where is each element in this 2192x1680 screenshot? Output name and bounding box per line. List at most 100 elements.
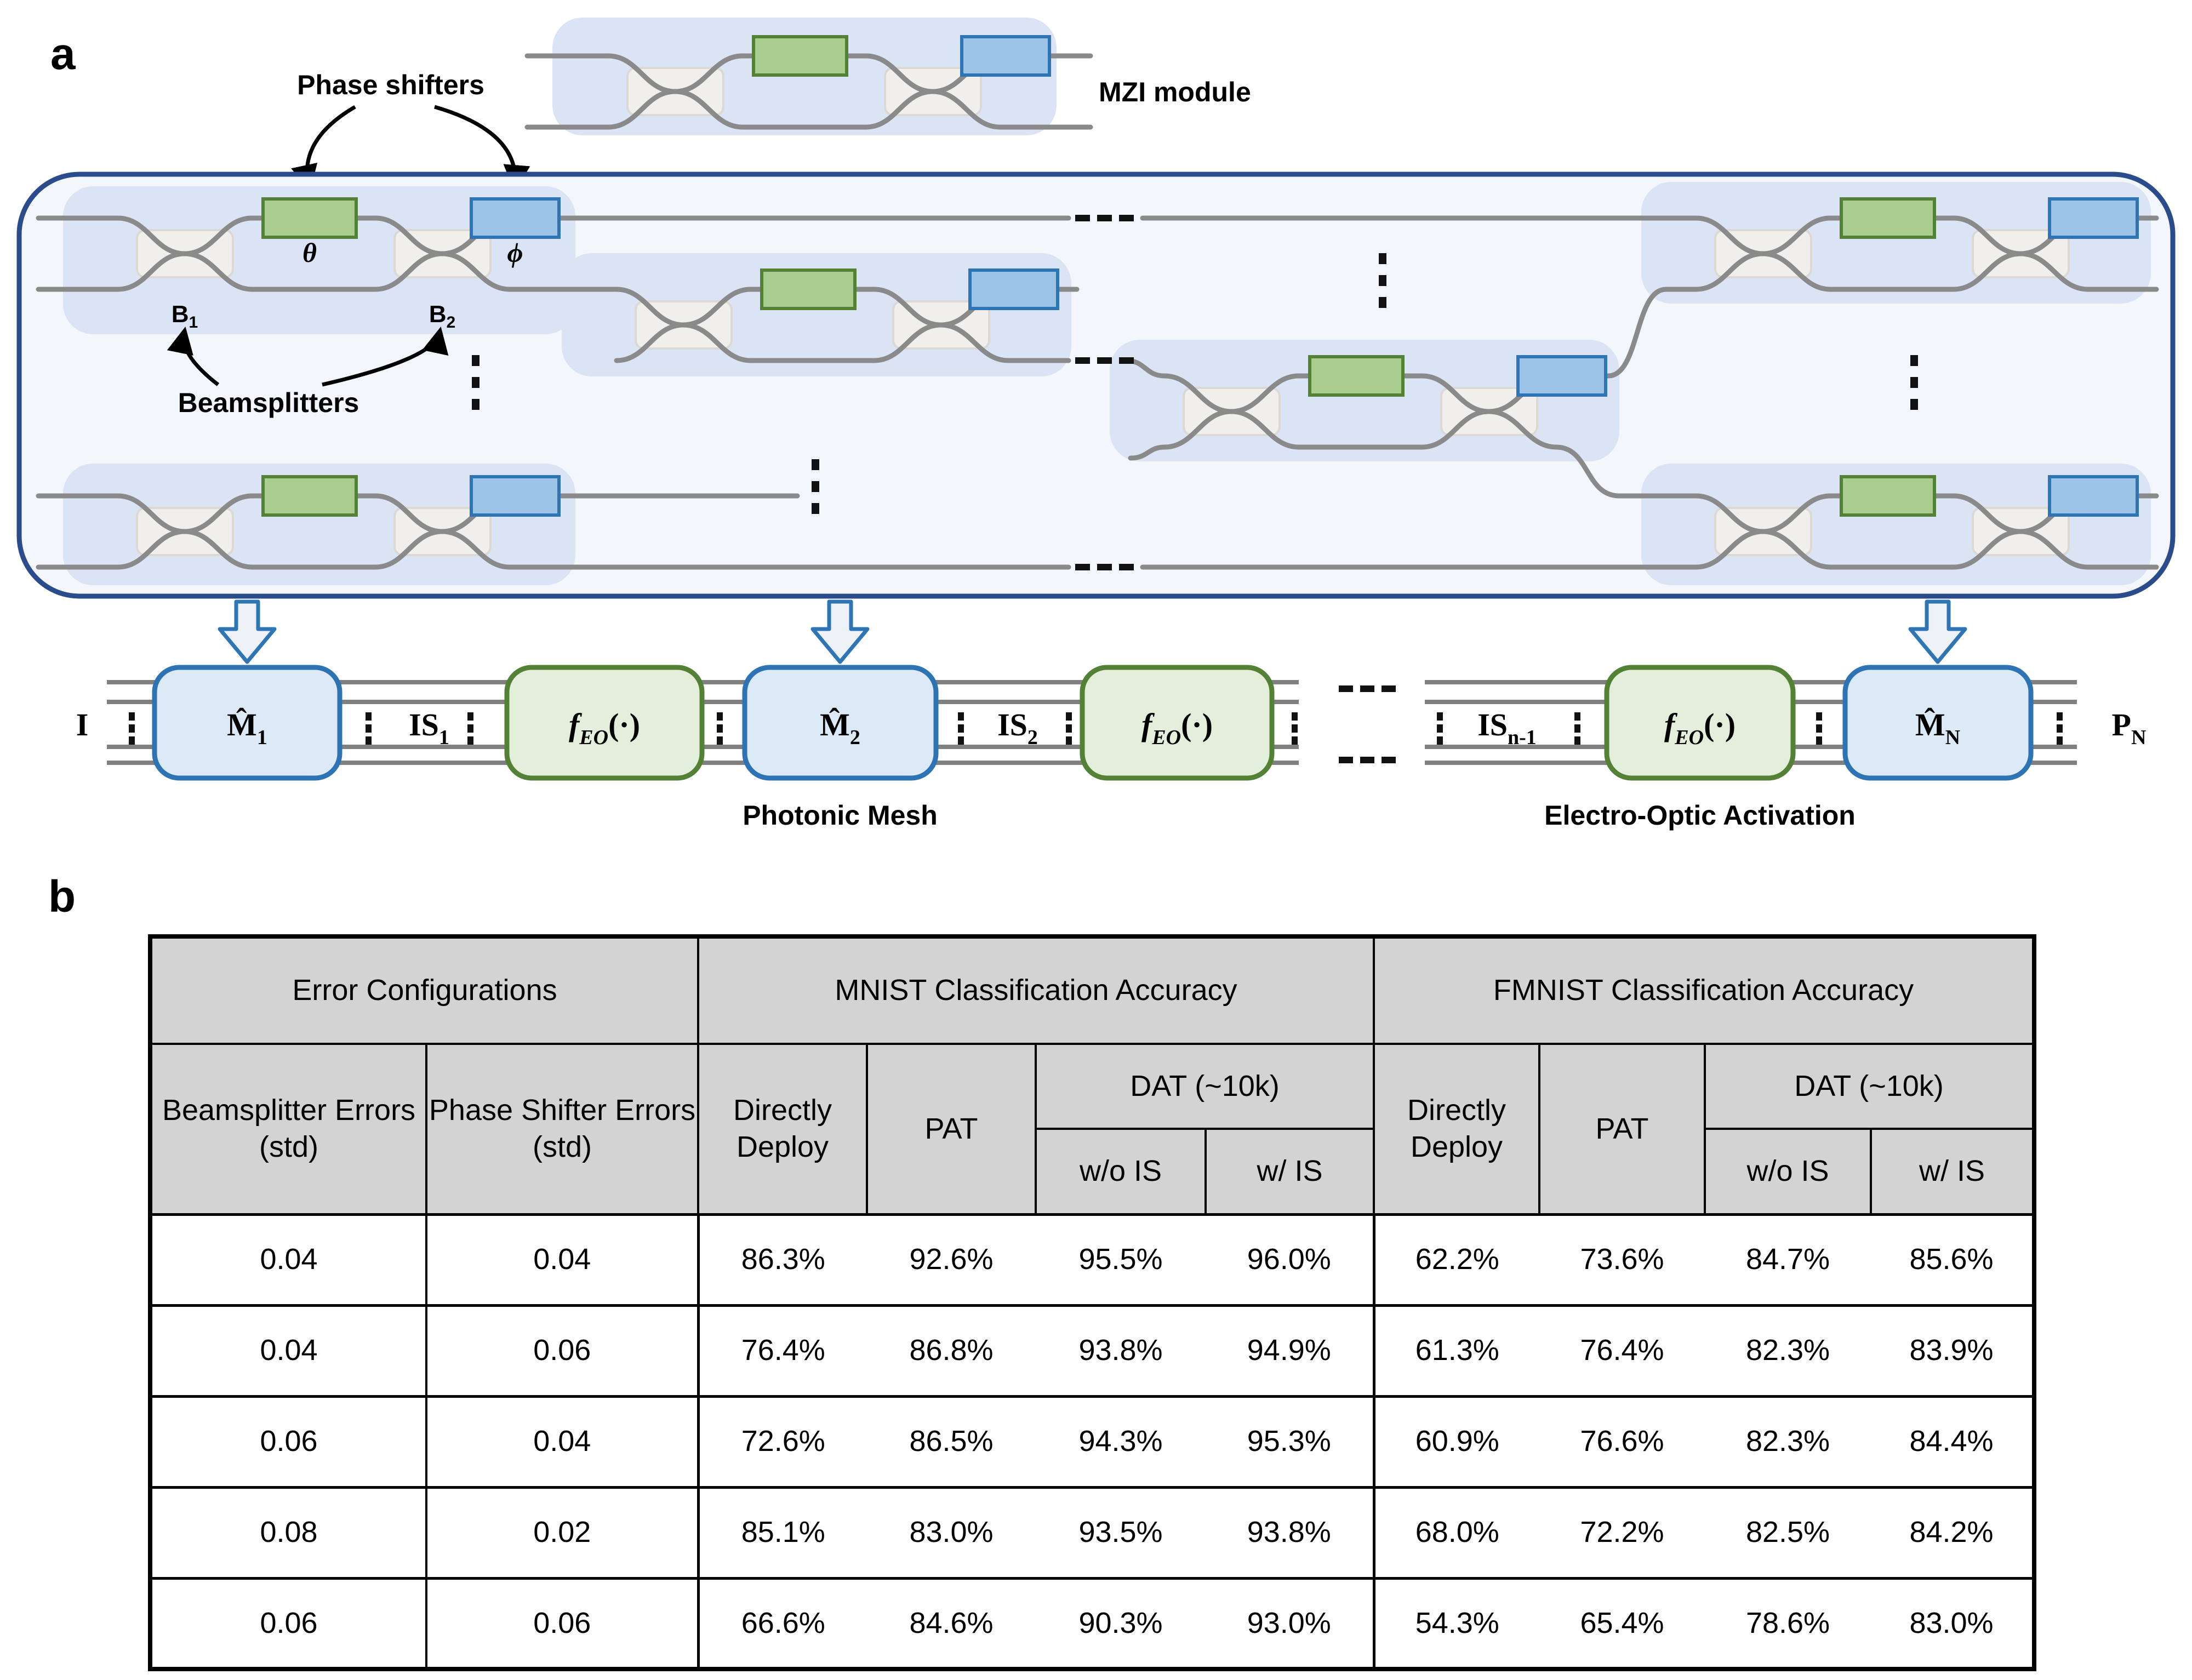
pn-label: PN [2112, 707, 2147, 749]
mesh-block-m1 [152, 665, 342, 781]
feo3-label: fEO(·) [1664, 707, 1736, 749]
input-label: I [76, 707, 89, 742]
table-subheader-row-2: w/o IS w/ IS w/o IS w/ IS [150, 1128, 2035, 1215]
cell: 93.8% [1036, 1304, 1206, 1398]
cell: 0.06 [425, 1576, 698, 1671]
beamsplitters-arrows [167, 326, 449, 387]
cell: 94.9% [1206, 1304, 1374, 1398]
cell: 0.06 [425, 1304, 698, 1398]
cell: 60.9% [1372, 1395, 1539, 1489]
panel-b-label: b [48, 872, 76, 922]
photonic-network-diagram: MZI module Phase shifters [16, 18, 2176, 831]
cell: 85.1% [697, 1485, 867, 1580]
isn1-label: ISn-1 [1477, 707, 1537, 749]
header-dat-fmnist: DAT (~10k) [1704, 1043, 2035, 1130]
cell: 83.0% [867, 1485, 1036, 1580]
theta-label: θ [302, 237, 317, 268]
cell: 82.3% [1705, 1395, 1871, 1489]
cell: 76.4% [697, 1304, 867, 1398]
cell: 0.06 [150, 1395, 426, 1489]
mn-block-label: M̂N [1915, 707, 1960, 749]
header-w-is-mnist: w/ IS [1205, 1128, 1375, 1215]
cell: 85.6% [1871, 1213, 2034, 1307]
cell: 0.06 [150, 1576, 426, 1671]
b2-label: B2 [429, 301, 455, 332]
phase-shifters-label: Phase shifters [297, 70, 484, 100]
down-arrow-m1 [218, 599, 277, 664]
mesh-block-m2 [742, 665, 939, 781]
cell: 92.6% [867, 1213, 1036, 1307]
flow-blocks [152, 665, 2034, 781]
eo-activation-caption: Electro-Optic Activation [1544, 800, 1856, 831]
cell: 76.6% [1539, 1395, 1705, 1489]
is2-label: IS2 [997, 707, 1038, 749]
cell: 93.8% [1206, 1485, 1374, 1580]
cell: 94.3% [1036, 1395, 1206, 1489]
cell: 61.3% [1372, 1304, 1539, 1398]
mesh-block-mn [1842, 665, 2034, 781]
mesh-vdots [472, 253, 1918, 514]
header-pat-mnist: PAT [866, 1043, 1037, 1215]
mzi-module-stub-wires [524, 53, 1093, 130]
cell: 0.04 [425, 1395, 698, 1489]
cell: 82.3% [1705, 1304, 1871, 1398]
header-fmnist: FMNIST Classification Accuracy [1373, 935, 2035, 1045]
cell: 86.3% [697, 1213, 867, 1307]
cell: 54.3% [1372, 1576, 1539, 1671]
cell: 84.6% [867, 1576, 1036, 1671]
mesh-hdots [1075, 215, 1134, 570]
header-wo-is-mnist: w/o IS [1035, 1128, 1207, 1215]
cell: 86.5% [867, 1395, 1036, 1489]
cell: 72.2% [1539, 1485, 1705, 1580]
cell: 95.5% [1036, 1213, 1206, 1307]
m1-block-label: M̂1 [227, 707, 267, 749]
cell: 0.04 [150, 1213, 426, 1307]
cell: 0.02 [425, 1485, 698, 1580]
header-error-configurations: Error Configurations [149, 935, 699, 1045]
cell: 84.4% [1871, 1395, 2034, 1489]
cell: 78.6% [1705, 1576, 1871, 1671]
mesh-wires [36, 215, 2159, 570]
results-table-container: Error Configurations MNIST Classificatio… [148, 934, 2036, 1671]
mzi-module-label: MZI module [1099, 77, 1251, 107]
header-dat-mnist: DAT (~10k) [1035, 1043, 1375, 1130]
cell: 84.2% [1871, 1485, 2034, 1580]
cell: 68.0% [1372, 1485, 1539, 1580]
header-directly-deploy-mnist: Directly Deploy [697, 1043, 868, 1215]
m2-block-label: M̂2 [820, 707, 860, 749]
header-mnist: MNIST Classification Accuracy [697, 935, 1375, 1045]
cell: 72.6% [697, 1395, 867, 1489]
flow-hdots [1339, 685, 1396, 763]
header-directly-deploy-fmnist: Directly Deploy [1373, 1043, 1540, 1215]
cell: 65.4% [1539, 1576, 1705, 1671]
cell: 0.04 [425, 1213, 698, 1307]
cell: 73.6% [1539, 1213, 1705, 1307]
cell: 93.0% [1206, 1576, 1374, 1671]
cell: 62.2% [1372, 1213, 1539, 1307]
table-group-header-row: Error Configurations MNIST Classificatio… [149, 935, 2035, 1045]
cell: 93.5% [1036, 1485, 1206, 1580]
cell: 66.6% [697, 1576, 867, 1671]
cell: 76.4% [1539, 1304, 1705, 1398]
cell: 86.8% [867, 1304, 1036, 1398]
down-arrow-m2 [810, 599, 870, 664]
activation-block-2 [1080, 665, 1275, 781]
activation-block-3 [1604, 665, 1796, 781]
cell: 83.9% [1871, 1304, 2034, 1398]
header-wo-is-fmnist: w/o IS [1704, 1128, 1872, 1215]
photonic-mesh-caption: Photonic Mesh [743, 800, 938, 831]
cell: 83.0% [1871, 1576, 2034, 1671]
cell: 82.5% [1705, 1485, 1871, 1580]
cell: 95.3% [1206, 1395, 1374, 1489]
panel-a-label: a [50, 29, 76, 79]
beamsplitters-label: Beamsplitters [178, 387, 359, 418]
header-w-is-fmnist: w/ IS [1870, 1128, 2035, 1215]
down-arrows [218, 599, 1967, 664]
header-pat-fmnist: PAT [1538, 1043, 1706, 1215]
cell: 0.08 [150, 1485, 426, 1580]
cell: 0.04 [150, 1304, 426, 1398]
